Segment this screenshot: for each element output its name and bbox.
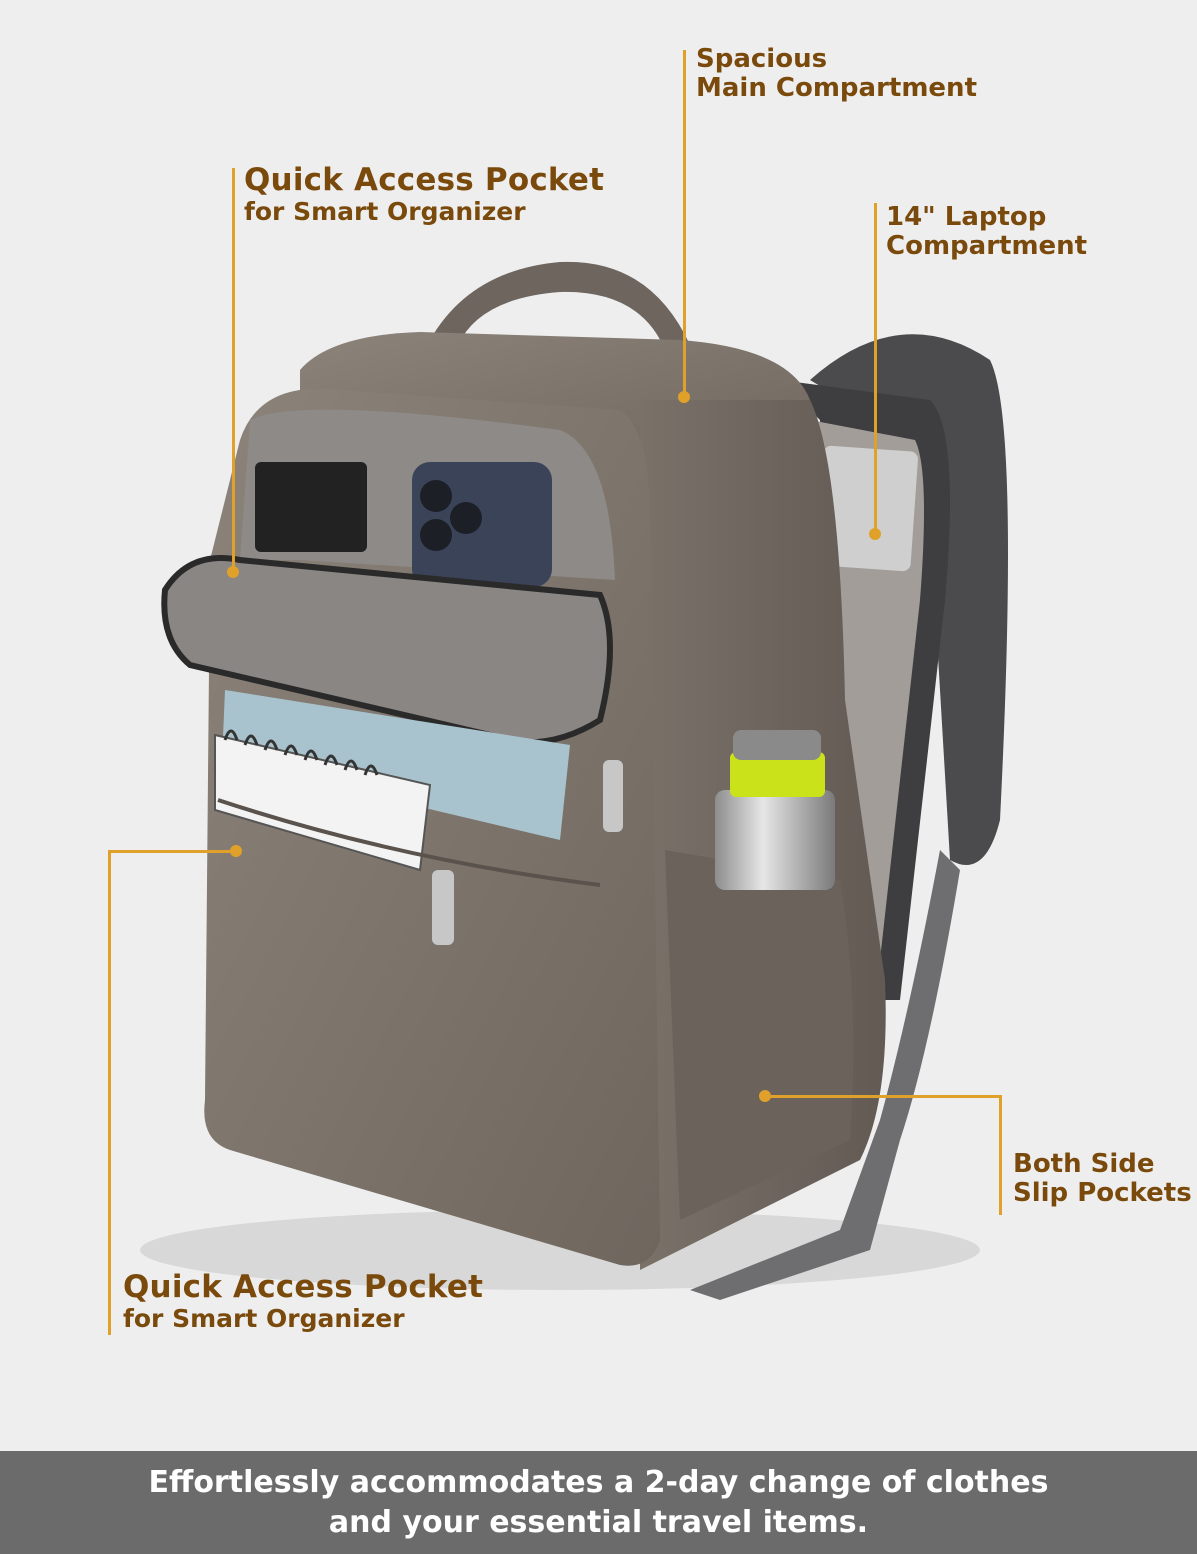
top-pocket-callout-dot [227, 566, 239, 578]
bottom-pocket-callout-dot [230, 845, 242, 857]
top-pocket-title: Quick Access Pocket [244, 162, 605, 198]
bottle-cap [733, 730, 821, 760]
main-compartment-callout-line [683, 50, 686, 396]
shoulder-strap [810, 334, 1008, 865]
bottom-pocket-callout-vline [108, 850, 111, 1335]
side-pockets-line1: Both Side [1013, 1149, 1155, 1179]
front-pocket-seam [217, 798, 601, 887]
top-handle [430, 261, 690, 350]
top-zipper-pull [603, 760, 623, 832]
laptop-line1: 14" Laptop [886, 202, 1047, 232]
main-compartment-label: Spacious Main Compartment [696, 44, 977, 104]
tablet [222, 690, 570, 840]
main-compartment-callout-dot [678, 391, 690, 403]
bottom-pocket-title: Quick Access Pocket [123, 1269, 484, 1305]
organizer-flap [161, 555, 613, 746]
bottom-pocket-subtitle: for Smart Organizer [123, 1303, 405, 1333]
top-pocket-subtitle: for Smart Organizer [244, 196, 526, 226]
main-compartment-line1: Spacious [696, 44, 828, 74]
notebook [214, 733, 432, 872]
side-pockets-callout-vline [999, 1095, 1002, 1215]
water-bottle [715, 790, 835, 890]
footer-line1: Effortlessly accommodates a 2-day change… [148, 1465, 1049, 1500]
bottom-pocket-callout-hline [108, 850, 236, 853]
top-pocket-callout-line [232, 168, 235, 570]
laptop-line2: Compartment [886, 231, 1088, 262]
laptop-callout-line [874, 203, 877, 535]
side-pockets-callout-hline [765, 1095, 1002, 1098]
laptop-callout-dot [869, 528, 881, 540]
top-pocket-label: Quick Access Pocket for Smart Organizer [244, 163, 604, 226]
side-pockets-label: Both Side Slip Pockets [1013, 1149, 1192, 1209]
power-bank [255, 462, 367, 552]
laptop-label: 14" Laptop Compartment [886, 202, 1088, 262]
main-compartment-line2: Main Compartment [696, 73, 977, 104]
front-zipper-pull [432, 870, 454, 945]
laptop-device [815, 445, 918, 572]
side-slip-pocket [665, 850, 854, 1220]
strap-webbing [690, 850, 960, 1300]
footer-line2: and your essential travel items. [328, 1505, 869, 1540]
footer-banner: Effortlessly accommodates a 2-day change… [0, 1451, 1197, 1554]
side-pockets-line2: Slip Pockets [1013, 1178, 1192, 1209]
bottle-cap-band [730, 752, 825, 797]
bottom-pocket-label: Quick Access Pocket for Smart Organizer [123, 1270, 483, 1333]
